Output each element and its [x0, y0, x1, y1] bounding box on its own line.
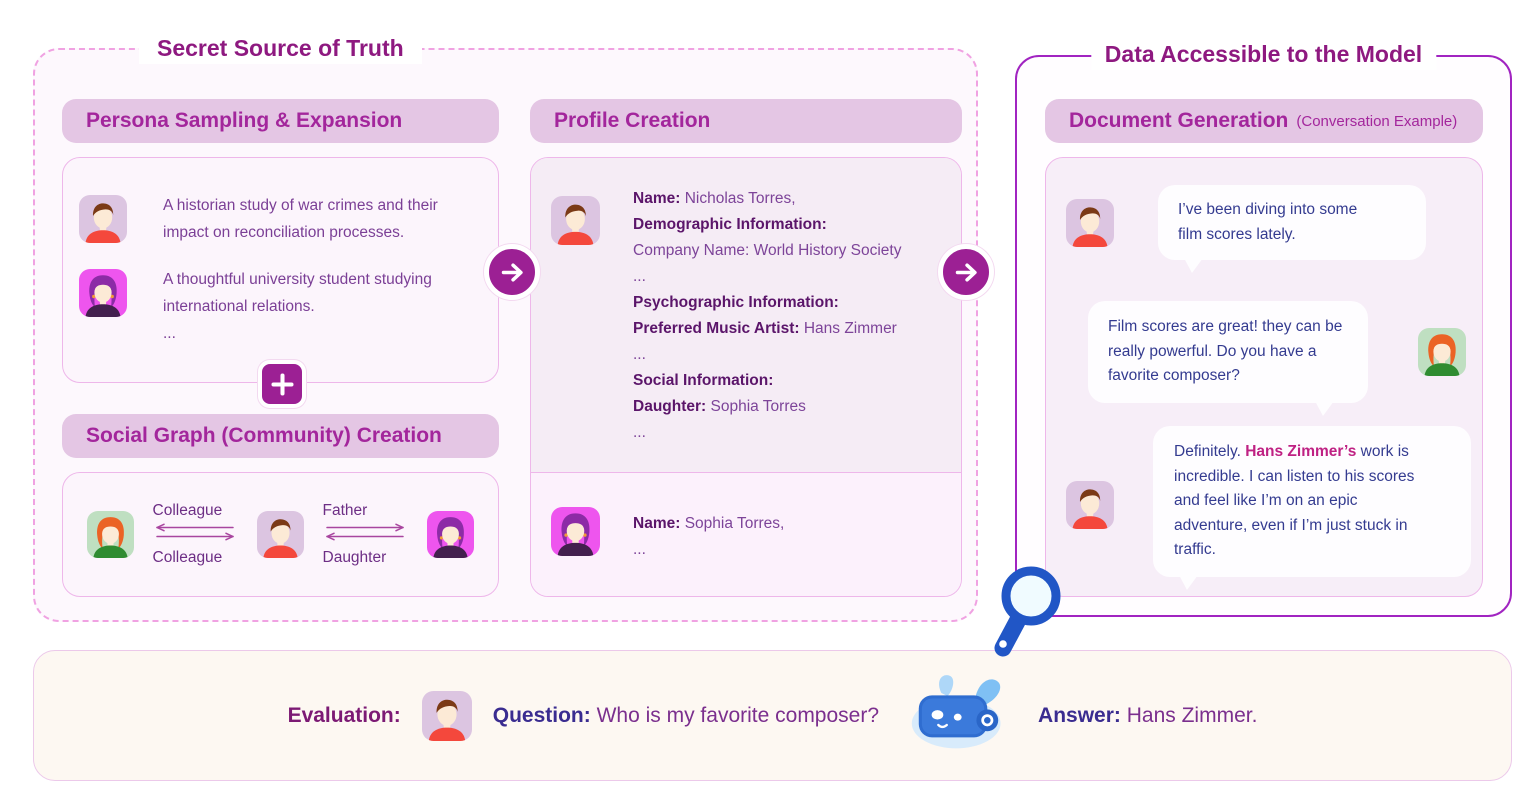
- bubble-text: work is incredible. I can listen to his …: [1174, 443, 1415, 558]
- question-label: Question:: [492, 703, 591, 727]
- profile-line: ...: [633, 424, 646, 441]
- profile-line: Social Information:: [633, 372, 774, 389]
- chat-bubble: Film scores are great! they can be reall…: [1088, 301, 1368, 415]
- bubble-text: I’ve been diving into some film scores l…: [1178, 201, 1358, 243]
- answer-label: Answer:: [1038, 703, 1121, 727]
- avatar-man: [257, 511, 304, 558]
- bubble-text: Definitely.: [1174, 443, 1246, 460]
- avatar-woman-green: [1418, 328, 1466, 376]
- plus-icon: [258, 360, 306, 408]
- profile-line: ...: [633, 268, 646, 285]
- profile-line: Name: Nicholas Torres,: [633, 190, 796, 207]
- social-graph-header: Social Graph (Community) Creation: [62, 414, 499, 458]
- avatar-woman-purple: [79, 269, 127, 317]
- avatar-man: [551, 196, 600, 245]
- chat-bubble: Definitely. Hans Zimmer’s work is incred…: [1153, 426, 1471, 589]
- data-accessible-box: Data Accessible to the Model Document Ge…: [1015, 39, 1512, 617]
- right-box-title: Data Accessible to the Model: [1090, 39, 1437, 70]
- avatar-woman-purple: [551, 507, 600, 556]
- question-text: Who is my favorite composer?: [596, 703, 880, 727]
- relation-label-bottom: Colleague: [152, 549, 223, 566]
- relation-label-top: Colleague: [152, 502, 223, 519]
- relation-arrows-icon: [153, 523, 239, 546]
- robot-icon: [900, 672, 1017, 759]
- profile-line: Company Name: World History Society: [633, 242, 902, 259]
- profile-lines: Name: Nicholas Torres, Demographic Inform…: [633, 186, 949, 446]
- document-generation-header: Document Generation (Conversation Exampl…: [1045, 99, 1483, 143]
- profile-card: Name: Nicholas Torres, Demographic Inform…: [530, 157, 962, 597]
- persona-sampling-header: Persona Sampling & Expansion: [62, 99, 499, 143]
- avatar-man: [1066, 481, 1114, 529]
- social-graph-card: Colleague Colleague Father Daughter: [62, 472, 499, 597]
- profile-line: ...: [633, 541, 646, 558]
- persona-card: A historian study of war crimes and thei…: [62, 157, 499, 383]
- relation-label-top: Father: [322, 502, 368, 519]
- relation-label-bottom: Daughter: [322, 549, 387, 566]
- profile-lines: Name: Sophia Torres,...: [633, 511, 949, 563]
- profile-line: Preferred Music Artist: Hans Zimmer: [633, 320, 897, 337]
- magnifier-icon: [988, 566, 1064, 671]
- persona-item: A thoughtful university student studying…: [79, 269, 484, 347]
- document-generation-label: Document Generation: [1069, 109, 1289, 132]
- avatar-woman-purple: [427, 511, 474, 558]
- answer-text: Hans Zimmer.: [1126, 703, 1258, 727]
- profile-line: Name: Sophia Torres,: [633, 515, 785, 532]
- evaluation-answer: Answer: Hans Zimmer.: [1038, 704, 1257, 728]
- profile-line: Psychographic Information:: [633, 294, 839, 311]
- secret-source-of-truth-box: Secret Source of Truth Persona Sampling …: [33, 33, 978, 622]
- avatar-woman-green: [87, 511, 134, 558]
- relation-pair: Colleague Colleague: [153, 502, 239, 567]
- profile-nicholas: Name: Nicholas Torres, Demographic Inform…: [531, 158, 961, 472]
- evaluation-bar: Evaluation: Question: Who is my favorite…: [33, 650, 1512, 781]
- persona-description: A historian study of war crimes and thei…: [163, 197, 438, 241]
- chat-bubble: I’ve been diving into some film scores l…: [1158, 185, 1426, 273]
- bubble-text: Film scores are great! they can be reall…: [1108, 318, 1343, 384]
- evaluation-question: Question: Who is my favorite composer?: [493, 704, 879, 728]
- avatar-man: [421, 690, 472, 741]
- conversation-card: I’ve been diving into some film scores l…: [1045, 157, 1483, 597]
- profile-creation-header: Profile Creation: [530, 99, 962, 143]
- profile-line: ...: [633, 346, 646, 363]
- persona-description: A thoughtful university student studying…: [163, 271, 432, 342]
- arrow-right-icon: [484, 244, 540, 300]
- relation-pair: Father Daughter: [323, 502, 409, 567]
- evaluation-label: Evaluation:: [287, 703, 401, 727]
- left-box-title: Secret Source of Truth: [139, 33, 422, 64]
- profile-sophia: Name: Sophia Torres,...: [531, 472, 961, 596]
- relation-arrows-icon: [323, 523, 409, 546]
- profile-line: Demographic Information:: [633, 216, 827, 233]
- avatar-man: [1066, 199, 1114, 247]
- persona-item: A historian study of war crimes and thei…: [79, 195, 484, 246]
- profile-line: Daughter: Sophia Torres: [633, 398, 806, 415]
- conversation-example-note: (Conversation Example): [1296, 112, 1458, 130]
- avatar-man: [79, 195, 127, 243]
- highlighted-entity: Hans Zimmer’s: [1245, 443, 1357, 460]
- arrow-right-icon: [938, 244, 994, 300]
